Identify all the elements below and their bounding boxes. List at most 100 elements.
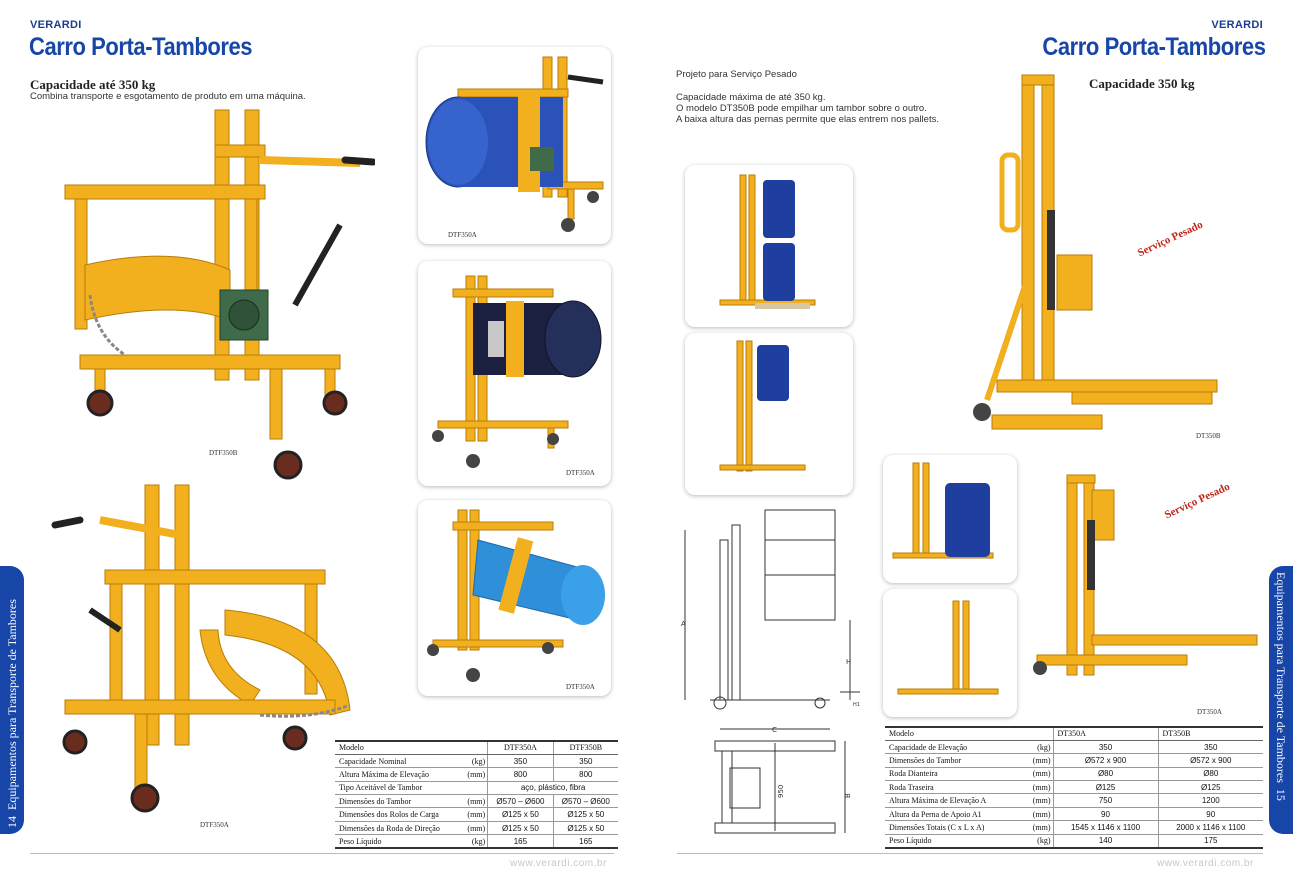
left-page: VERARDI Carro Porta-Tambores Capacidade … [0, 0, 646, 877]
section-title: Equipamentos para Transporte de Tambores [5, 599, 19, 810]
table-row: Dimensões dos Rolos de Carga (mm) Ø125 x… [335, 807, 618, 822]
photo-label: DTF350B [209, 449, 238, 457]
row-value-b: Ø125 [1157, 780, 1263, 795]
technical-drawing-top: C B 950 [714, 726, 852, 834]
row-value-a: Ø570 – Ø600 [487, 794, 554, 809]
row-unit: (mm) [1021, 807, 1053, 822]
photo-card-dtf350a-dark [418, 261, 611, 486]
footer-divider [30, 853, 614, 854]
row-label: Roda Traseira [885, 780, 1022, 795]
description-line: A baixa altura das pernas permite que el… [676, 114, 939, 125]
row-unit: (mm) [459, 794, 488, 809]
row-unit: (kg) [459, 834, 488, 850]
table-header-cell: DTF350A [487, 739, 554, 755]
row-label: Dimensões Totais (C x L x A) [885, 820, 1022, 835]
table-header-cell: Modelo [885, 725, 1053, 741]
spec-table-dt: Modelo DT350A DT350B Capacidade de Eleva… [885, 725, 1263, 849]
row-value-a: Ø125 x 50 [487, 807, 554, 822]
row-value-b: Ø125 x 50 [552, 807, 618, 822]
spec-table-dtf: Modelo DTF350A DTF350B Capacidade Nomina… [335, 739, 618, 850]
photo-label: DTF350A [566, 683, 595, 691]
description-line: O modelo DT350B pode empilhar um tambor … [676, 103, 927, 114]
row-value-b: 350 [1157, 740, 1263, 755]
row-value-a: Ø125 [1052, 780, 1158, 795]
row-value-a: 140 [1052, 834, 1158, 849]
table-row: Dimensões Totais (C x L x A) (mm) 1545 x… [885, 820, 1263, 835]
row-unit: (mm) [459, 767, 488, 782]
photo-card-dt350-empty [883, 589, 1017, 717]
table-header-row: Modelo DT350A DT350B [885, 725, 1263, 741]
page-number: 15 [1274, 788, 1288, 801]
row-value-a: 800 [487, 767, 554, 782]
row-label: Dimensões do Tambor [885, 753, 1022, 768]
description-line: Capacidade máxima de até 350 kg. [676, 92, 826, 103]
dimension-label-a: A [681, 620, 686, 628]
dt350b-main-illustration [973, 74, 1218, 430]
table-row: Dimensões do Tambor (mm) Ø570 – Ø600 Ø57… [335, 794, 618, 809]
row-unit: (kg) [1021, 740, 1053, 755]
row-value-b: Ø572 x 900 [1157, 753, 1263, 768]
dtf350b-main-illustration [64, 109, 375, 480]
row-unit: (mm) [459, 807, 488, 822]
table-row: Altura da Perna de Apoio A1 (mm) 90 90 [885, 807, 1263, 822]
row-value-merged: aço, plástico, fibra [487, 781, 618, 796]
section-title: Equipamentos para Transporte de Tambores [1274, 572, 1288, 783]
side-tab: Equipamentos para Transporte de Tambores… [1269, 566, 1293, 834]
brand-name: VERARDI [1211, 19, 1263, 31]
photo-label: DT350B [1196, 432, 1221, 440]
table-header-cell: DTF350B [552, 739, 618, 755]
photo-card-dtf350b [418, 47, 611, 244]
row-value-a: 350 [1052, 740, 1158, 755]
photo-card-single-drum [685, 333, 853, 495]
row-label: Altura da Perna de Apoio A1 [885, 807, 1022, 822]
capacity-subtitle: Capacidade 350 kg [1089, 76, 1195, 91]
table-row: Altura Máxima de Elevação (mm) 800 800 [335, 767, 618, 782]
table-header-row: Modelo DTF350A DTF350B [335, 739, 618, 755]
page-title: Carro Porta-Tambores [1041, 33, 1266, 61]
row-label: Altura Máxima de Elevação A [885, 793, 1022, 808]
row-value-b: 165 [552, 834, 618, 850]
row-unit: (mm) [1021, 820, 1053, 835]
photo-label: DT350A [1197, 708, 1222, 716]
row-unit [459, 781, 488, 796]
row-label: Capacidade Nominal [335, 754, 460, 769]
dtf350a-main-illustration [51, 484, 351, 813]
technical-drawing-side: A H H1 [681, 509, 860, 710]
footer-url[interactable]: www.verardi.com.br [510, 858, 607, 869]
photo-card-dtf350a-light [418, 500, 611, 696]
row-value-a: 165 [487, 834, 554, 850]
row-value-a: 1545 x 1146 x 1100 [1052, 820, 1158, 835]
table-row: Altura Máxima de Elevação A (mm) 750 120… [885, 793, 1263, 808]
page-number: 14 [5, 816, 19, 828]
photo-label: DTF350A [448, 231, 477, 239]
row-value-a: Ø80 [1052, 767, 1158, 782]
row-label: Altura Máxima de Elevação [335, 767, 460, 782]
table-row: Dimensões da Roda de Direção (mm) Ø125 x… [335, 821, 618, 836]
table-row: Dimensões do Tambor (mm) Ø572 x 900 Ø572… [885, 753, 1263, 768]
dimension-label-c: C [772, 726, 777, 734]
capacity-subtitle: Capacidade até 350 kg [30, 77, 156, 92]
row-value-a: Ø125 x 50 [487, 821, 554, 836]
dimension-label-h: H [846, 658, 851, 666]
row-unit: (mm) [459, 821, 488, 836]
row-label: Dimensões da Roda de Direção [335, 821, 460, 836]
photo-label: DTF350A [200, 821, 229, 829]
footer-url[interactable]: www.verardi.com.br [1157, 858, 1254, 869]
row-value-b: 2000 x 1146 x 1100 [1157, 820, 1263, 835]
row-unit: (mm) [1021, 753, 1053, 768]
row-unit: (mm) [1021, 780, 1053, 795]
row-value-b: Ø570 – Ø600 [552, 794, 618, 809]
intro-heading: Projeto para Serviço Pesado [676, 69, 797, 80]
table-row: Roda Traseira (mm) Ø125 Ø125 [885, 780, 1263, 795]
row-unit: (kg) [459, 754, 488, 769]
dimension-label-h1: H1 [853, 702, 860, 708]
row-unit: (kg) [1021, 834, 1053, 849]
row-value-a: 90 [1052, 807, 1158, 822]
row-value-a: Ø572 x 900 [1052, 753, 1158, 768]
row-value-b: 175 [1157, 834, 1263, 849]
row-label: Dimensões dos Rolos de Carga [335, 807, 460, 822]
dimension-label-950: 950 [777, 785, 785, 798]
table-row: Tipo Aceitável de Tambor aço, plástico, … [335, 781, 618, 796]
table-row: Roda Dianteira (mm) Ø80 Ø80 [885, 767, 1263, 782]
row-unit: (mm) [1021, 767, 1053, 782]
